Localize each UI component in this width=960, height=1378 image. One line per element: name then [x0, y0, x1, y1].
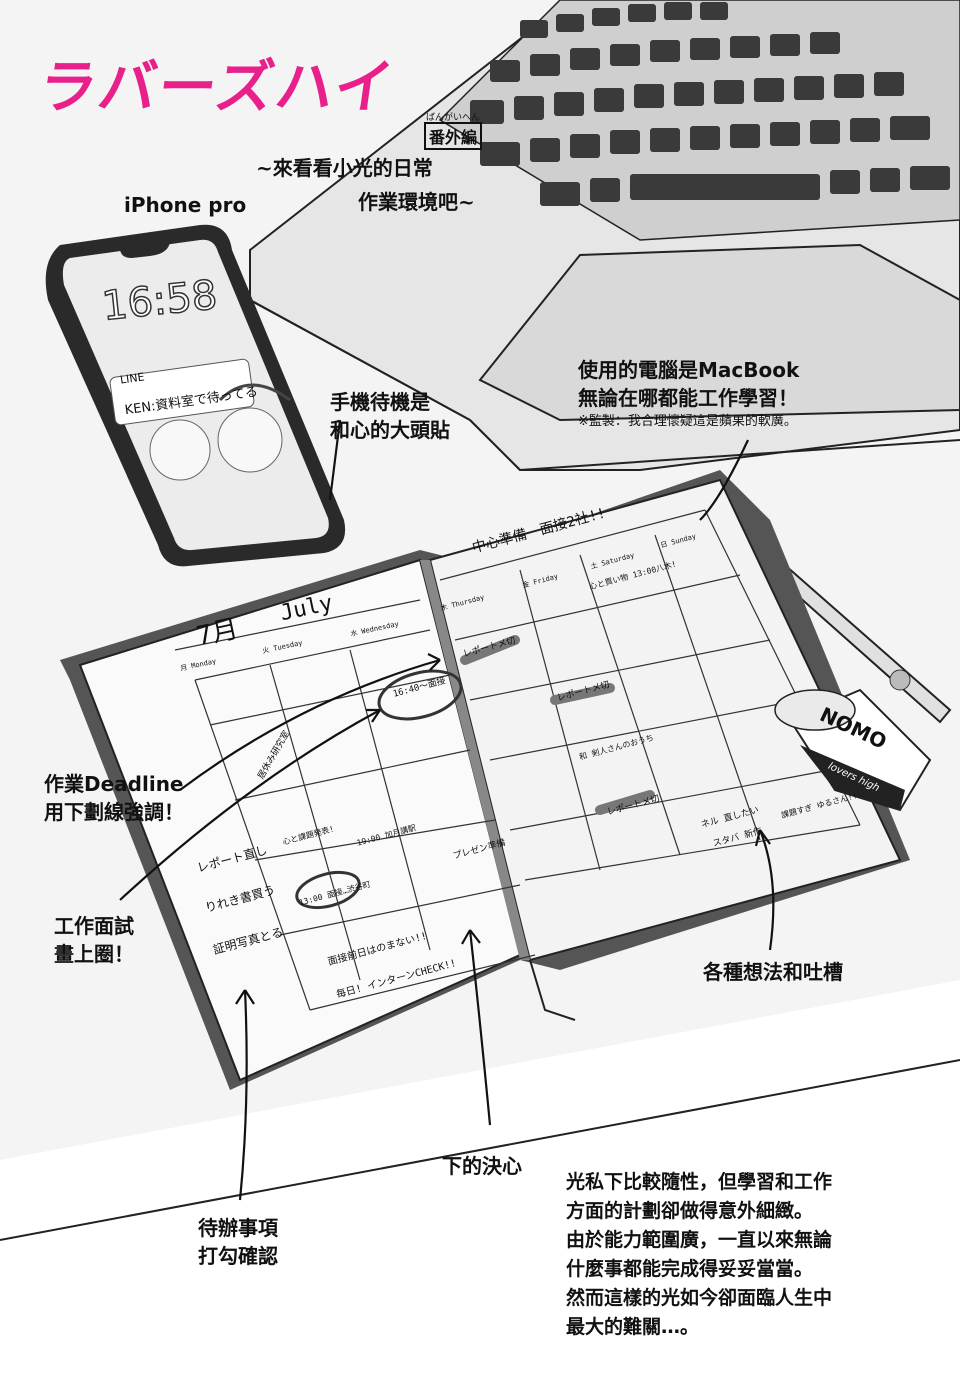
caption-deadline: 作業Deadline 用下劃線強調！ — [44, 772, 184, 824]
laptop — [249, 0, 960, 472]
title-badge: 番外編 — [424, 122, 483, 150]
caption-resolution: 下的決心 — [442, 1154, 522, 1178]
narration-box: 光私下比較隨性，但學習和工作 方面的計劃卻做得意外細緻。 由於能力範圍廣，一直以… — [566, 1171, 833, 1338]
title-logo: ラバーズハイ — [34, 53, 400, 121]
subtitle-line1: ~來看看小光的日常 — [256, 156, 433, 180]
caption-macbook: 使用的電腦是MacBook 無論在哪都能工作學習！ ※監製：我合理懷疑這是蘋果的… — [578, 358, 800, 429]
planner-notebook — [60, 470, 910, 1090]
calendar-grid-right — [439, 509, 861, 881]
annotation-arrows — [119, 419, 775, 1201]
caption-interview: 工作面試 畫上圈！ — [54, 914, 134, 966]
smartphone — [45, 224, 346, 567]
caption-thoughts: 各種想法和吐槽 — [703, 960, 843, 984]
subtitle-line2: 作業環境吧~ — [358, 190, 475, 214]
title-ruby: ばんがいへん — [426, 113, 481, 123]
caption-todo: 待辦事項 打勾確認 — [198, 1216, 278, 1268]
caption-wallpaper: 手機待機是 和心的大頭貼 — [330, 390, 450, 442]
trackpad — [478, 243, 960, 422]
keyboard-keys — [470, 2, 950, 206]
eraser — [774, 688, 932, 812]
phone-label: iPhone pro — [124, 193, 247, 217]
calendar-grid-left — [174, 599, 536, 1011]
